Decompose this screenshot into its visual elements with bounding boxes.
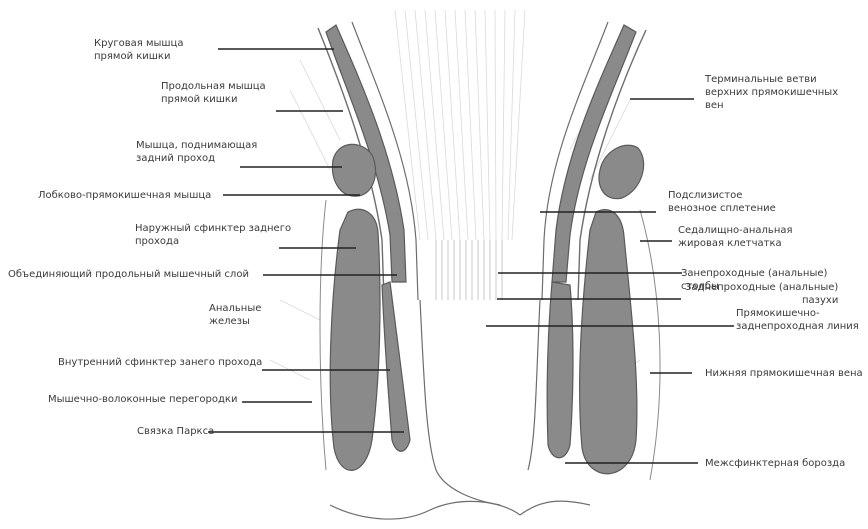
label-intersphincteric-groove: Межсфинктерная борозда — [705, 457, 845, 470]
label-longitudinal-muscle: Продольная мышца прямой кишки — [161, 80, 266, 106]
label-ischioanal-fat: Седалищно-анальная жировая клетчатка — [678, 224, 793, 250]
right-external-sphincter — [580, 210, 637, 474]
left-internal-sphincter — [382, 282, 410, 451]
label-levator-ani: Мышца, поднимающая задний проход — [136, 139, 257, 165]
label-external-sphincter: Наружный сфинктер заднего прохода — [135, 222, 291, 248]
label-conjoined-longitudinal: Объединяющий продольный мышечный слой — [8, 268, 249, 281]
label-circular-muscle: Круговая мышца прямой кишки — [94, 37, 183, 63]
label-inferior-rectal-vein: Нижняя прямокишечная вена — [705, 367, 863, 380]
label-dentate-line: Прямокишечно- заднепроходная линия — [736, 307, 859, 333]
leader-lines — [208, 49, 734, 463]
label-fibromuscular-septa: Мышечно-волоконные перегородки — [48, 393, 237, 406]
label-anal-glands: Анальные железы — [209, 302, 261, 328]
label-parks-ligament: Связка Паркса — [137, 425, 214, 438]
label-internal-sphincter: Внутренний сфинктер занего прохода — [58, 356, 262, 369]
label-puborectalis: Лобково-прямокишечная мышца — [38, 189, 211, 202]
left-puborectalis — [332, 144, 375, 196]
anal-columns — [436, 240, 502, 300]
right-puborectalis — [599, 145, 644, 198]
label-anal-sinuses: Заднепроходные (анальные) пазухи — [685, 281, 838, 307]
label-terminal-branches: Терминальные ветви верхних прямокишечных… — [705, 73, 838, 112]
right-internal-sphincter — [547, 282, 573, 458]
label-submucosal-plexus: Подслизистое венозное сплетение — [668, 189, 776, 215]
